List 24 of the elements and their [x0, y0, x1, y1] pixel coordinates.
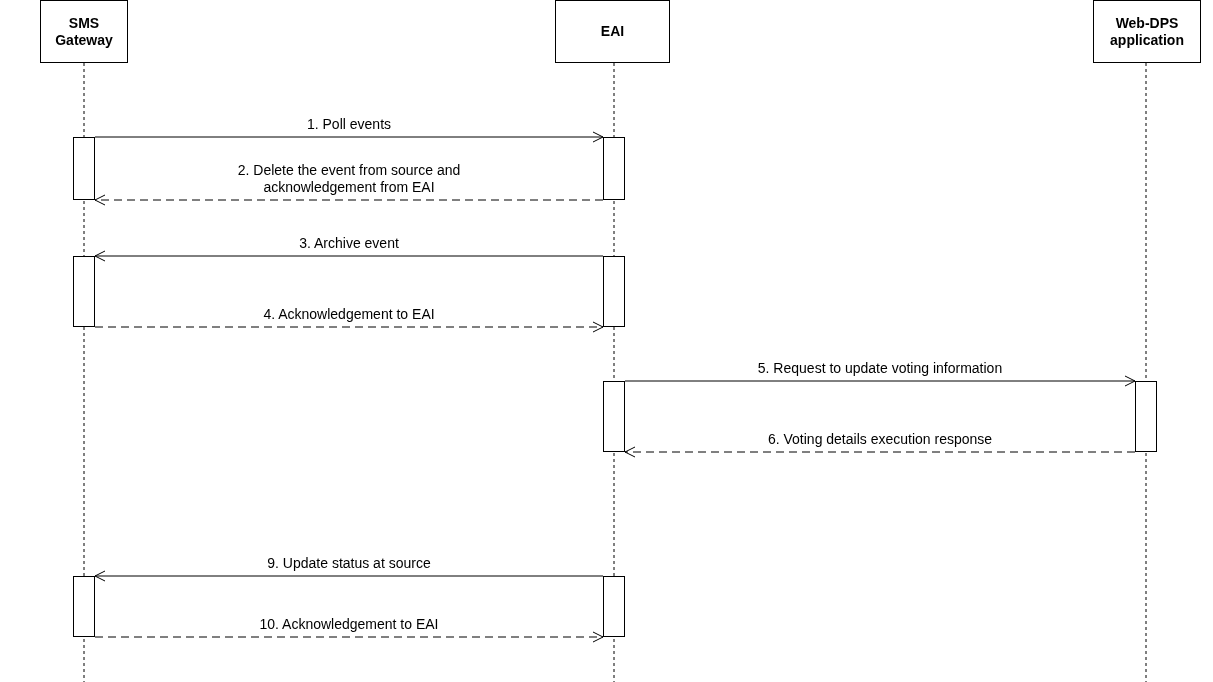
message-arrow [94, 194, 604, 206]
lifeline-header: SMS Gateway [40, 0, 128, 63]
message-label: 6. Voting details execution response [767, 431, 993, 448]
message-label: 4. Acknowledgement to EAI [263, 306, 435, 323]
activation-bar [1135, 381, 1157, 452]
activation-bar [73, 256, 95, 327]
message-arrow [624, 375, 1136, 387]
lifeline-header: EAI [555, 0, 670, 63]
message-label: 5. Request to update voting information [757, 360, 1003, 377]
message-arrow [94, 321, 604, 333]
message-arrow [94, 631, 604, 643]
activation-bar [603, 137, 625, 200]
activation-bar [603, 576, 625, 637]
message-arrow [624, 446, 1136, 458]
message-arrow [94, 250, 604, 262]
message-arrow [94, 570, 604, 582]
lifeline-header: Web-DPS application [1093, 0, 1201, 63]
activation-bar [73, 137, 95, 200]
message-arrow [94, 131, 604, 143]
activation-bar [603, 256, 625, 327]
activation-bar [603, 381, 625, 452]
message-label: 10. Acknowledgement to EAI [259, 616, 439, 633]
message-label: 9. Update status at source [267, 555, 431, 572]
activation-bar [73, 576, 95, 637]
